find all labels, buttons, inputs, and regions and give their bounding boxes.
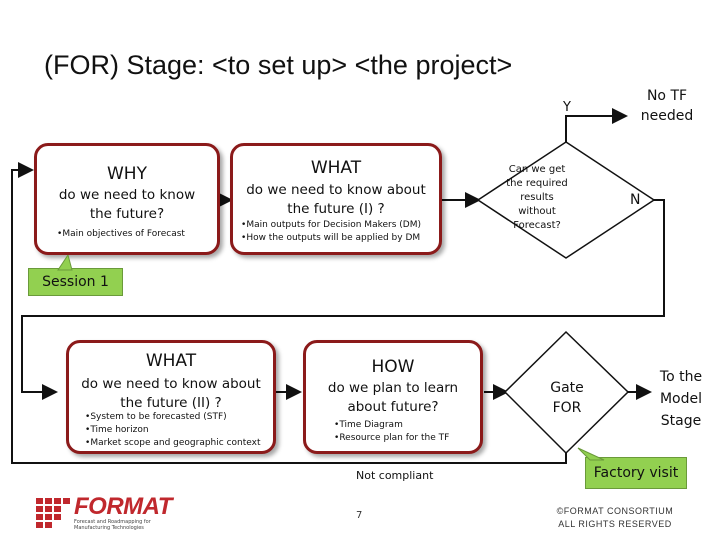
how-bullets: Time Diagram Resource plan for the TF xyxy=(334,419,449,445)
to-model-stage: To the Model Stage xyxy=(659,369,703,429)
connector-not-compliant xyxy=(11,162,567,464)
what1-bullets: Main outputs for Decision Makers (DM) Ho… xyxy=(241,219,421,245)
bullet-item: Market scope and geographic context xyxy=(85,437,260,450)
bullet-item: System to be forecasted (STF) xyxy=(85,411,261,424)
no-tf-needed: No TF needed xyxy=(640,88,694,124)
what2-heading: WHAT xyxy=(145,351,197,371)
connector-no-branch xyxy=(21,199,665,400)
yes-label: Y xyxy=(563,100,571,115)
what2-bullets: System to be forecasted (STF) Time horiz… xyxy=(85,411,261,450)
page-title: (FOR) Stage: <to set up> <the project> xyxy=(44,50,513,80)
why-subtitle: do we need to know the future? xyxy=(58,187,196,222)
session-callout-pointer xyxy=(57,255,73,271)
bullet-item: How the outputs will be applied by DM xyxy=(241,232,421,245)
logo-tagline: Forecast and Roadmapping for Manufacturi… xyxy=(74,519,151,531)
factory-callout-pointer xyxy=(577,447,605,461)
decision-diamond xyxy=(476,141,656,259)
gate-label: Gate FOR xyxy=(550,380,584,416)
how-box: HOW do we plan to learn about future? Ti… xyxy=(303,340,483,454)
page-number: 7 xyxy=(356,510,363,521)
bullet-item: Resource plan for the TF xyxy=(334,432,449,445)
gate-diamond xyxy=(503,330,630,455)
bullet-item: Main outputs for Decision Makers (DM) xyxy=(241,219,421,232)
not-compliant-label: Not compliant xyxy=(356,469,434,482)
copyright-notice: ©FORMAT CONSORTIUM ALL RIGHTS RESERVED xyxy=(556,506,674,529)
logo-grid-icon xyxy=(36,498,70,528)
bullet-item: Time Diagram xyxy=(334,419,449,432)
decision-text: Can we get the required results without … xyxy=(506,164,568,231)
why-box: WHY do we need to know the future? Main … xyxy=(34,143,220,255)
arrow-yes-branch xyxy=(565,108,628,142)
bullet-item: Time horizon xyxy=(85,424,261,437)
what2-subtitle: do we need to know about the future (II)… xyxy=(81,376,261,411)
why-heading: WHY xyxy=(107,164,147,184)
no-label: N xyxy=(630,192,641,208)
how-heading: HOW xyxy=(371,357,415,377)
factory-visit-label: Factory visit xyxy=(593,465,679,481)
what-box-2: WHAT do we need to know about the future… xyxy=(66,340,276,454)
factory-visit-callout: Factory visit xyxy=(585,457,687,489)
session-label: Session 1 xyxy=(42,274,109,290)
logo-wordmark: FORMAT xyxy=(74,493,172,520)
what1-heading: WHAT xyxy=(310,158,362,178)
what1-subtitle: do we need to know about the future (I) … xyxy=(246,182,426,217)
how-subtitle: do we plan to learn about future? xyxy=(327,380,459,415)
bullet-item: Main objectives of Forecast xyxy=(57,228,185,241)
what-box-1: WHAT do we need to know about the future… xyxy=(230,143,442,255)
why-bullets: Main objectives of Forecast xyxy=(57,228,185,241)
format-logo: FORMAT Forecast and Roadmapping for Manu… xyxy=(36,493,181,531)
session-callout: Session 1 xyxy=(28,268,123,296)
